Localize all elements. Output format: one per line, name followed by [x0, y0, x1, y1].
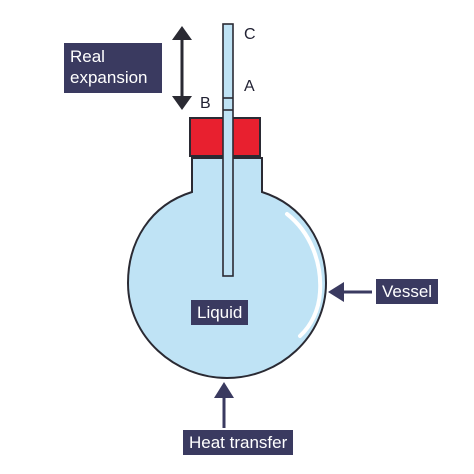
heat-arrow-icon: [214, 382, 234, 428]
real-expansion-line1: Real: [70, 47, 105, 66]
marker-a-label: A: [244, 78, 255, 95]
marker-c-label: C: [244, 26, 256, 43]
real-expansion-label: Real expansion: [64, 43, 162, 93]
liquid-label: Liquid: [191, 300, 249, 325]
glass-highlight: [285, 212, 323, 338]
expansion-arrow-icon: [172, 26, 192, 110]
vessel-arrow-icon: [328, 282, 372, 302]
capillary-tube: [222, 23, 234, 277]
marker-b-label: B: [200, 95, 211, 112]
heat-transfer-label: Heat transfer: [183, 430, 294, 455]
vessel-label: Vessel: [376, 279, 439, 304]
real-expansion-line2: expansion: [70, 68, 148, 87]
